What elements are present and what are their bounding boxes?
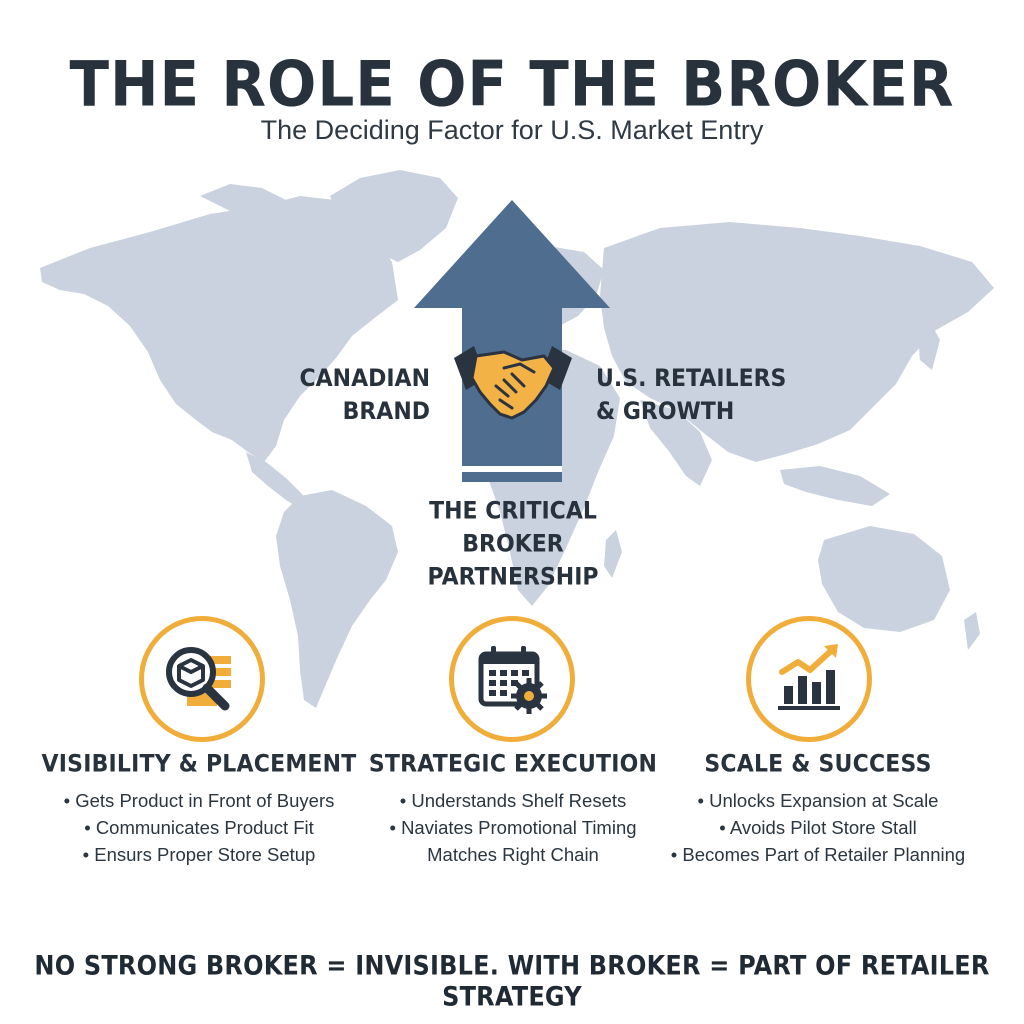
column-item: • Gets Product in Front of Buyers bbox=[63, 790, 335, 811]
us-retailers-line-1: U.S. RETAILERS bbox=[596, 365, 787, 393]
column-item: Matches Right Chain bbox=[427, 844, 599, 865]
strategic-execution-column: STRATEGIC EXECUTION • Understands Shelf … bbox=[343, 750, 683, 868]
page-subtitle: The Deciding Factor for U.S. Market Entr… bbox=[260, 115, 764, 145]
south-america-shape bbox=[276, 490, 398, 708]
page-title: THE ROLE OF THE BROKER bbox=[69, 47, 955, 121]
india-shape bbox=[640, 400, 712, 486]
growth-chart-icon bbox=[746, 616, 872, 742]
column-title: SCALE & SUCCESS bbox=[704, 750, 932, 779]
up-arrow-icon bbox=[414, 200, 610, 482]
column-item: • Ensurs Proper Store Setup bbox=[82, 844, 316, 865]
asia-shape bbox=[600, 222, 994, 462]
column-item: • Communicates Product Fit bbox=[84, 817, 314, 838]
australia-shape bbox=[818, 526, 950, 632]
broker-partnership-line-2: PARTNERSHIP bbox=[427, 563, 599, 592]
magnifier-product-icon bbox=[139, 616, 265, 742]
central-america-shape bbox=[246, 452, 312, 510]
arctic-islands-shape bbox=[200, 184, 286, 212]
broker-partnership-line-1: THE CRITICAL BROKER bbox=[429, 497, 597, 559]
broker-partnership-label: THE CRITICAL BROKER PARTNERSHIP bbox=[380, 496, 646, 595]
calendar-gear-icon bbox=[449, 616, 575, 742]
column-title: VISIBILITY & PLACEMENT bbox=[41, 750, 357, 779]
southeast-asia-islands-shape bbox=[780, 466, 890, 506]
us-retailers-line-2: & GROWTH bbox=[596, 398, 735, 426]
japan-shape bbox=[918, 322, 940, 370]
greenland-shape bbox=[330, 170, 458, 262]
scale-success-column: SCALE & SUCCESS • Unlocks Expansion at S… bbox=[648, 750, 988, 868]
new-zealand-shape bbox=[964, 612, 980, 650]
column-item: • Unlocks Expansion at Scale bbox=[697, 790, 939, 811]
visibility-placement-column: VISIBILITY & PLACEMENT • Gets Product in… bbox=[29, 750, 369, 868]
us-retailers-label: U.S. RETAILERS & GROWTH bbox=[596, 363, 796, 429]
handshake-icon bbox=[454, 346, 572, 420]
column-item: • Understands Shelf Resets bbox=[399, 790, 627, 811]
column-item: • Avoids Pilot Store Stall bbox=[719, 817, 917, 838]
column-item: • Becomes Part of Retailer Planning bbox=[670, 844, 966, 865]
madagascar-shape bbox=[604, 530, 622, 578]
column-item: • Naviates Promotional Timing bbox=[389, 817, 637, 838]
column-title: STRATEGIC EXECUTION bbox=[368, 750, 658, 779]
canadian-brand-label: CANADIAN BRAND bbox=[299, 365, 431, 426]
north-america-shape bbox=[40, 196, 398, 462]
footer-statement: NO STRONG BROKER = INVISIBLE. WITH BROKE… bbox=[34, 949, 990, 1013]
